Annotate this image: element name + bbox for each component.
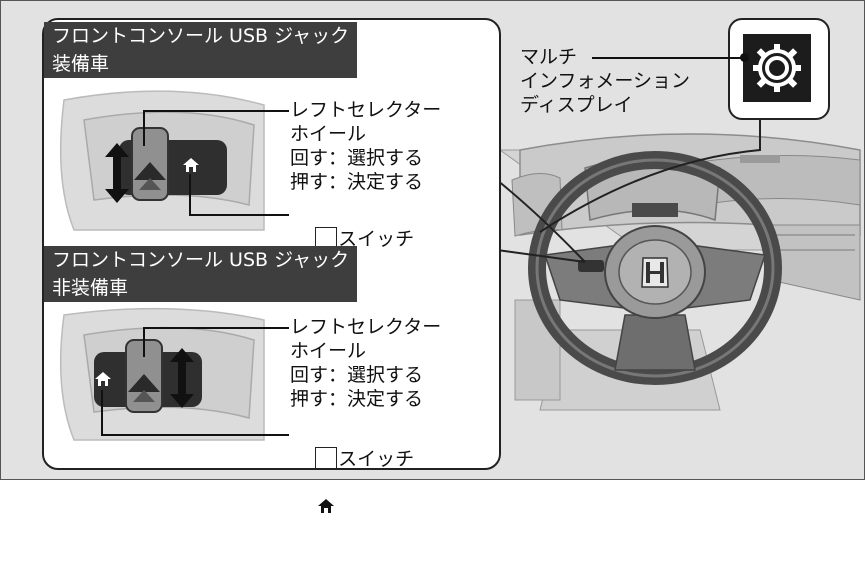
- switch-leader-2v: [101, 390, 103, 436]
- selector-leader-1h: [143, 110, 289, 112]
- selector-leader-2h: [143, 327, 289, 329]
- usb-non-equipped-header: フロントコンソール USB ジャック 非装備車: [44, 246, 358, 302]
- callout-connector: [496, 118, 761, 263]
- switch-leader-1v: [189, 174, 191, 216]
- dashboard-illustration: [498, 133, 861, 411]
- honda-logo: [641, 257, 669, 288]
- usb-equipped-switch-illustration: [59, 90, 265, 231]
- usb-equipped-header: フロントコンソール USB ジャック 装備車: [44, 22, 358, 78]
- gear-icon: [743, 34, 811, 102]
- usb-non-equipped-switch-text: スイッチ: [338, 448, 415, 470]
- usb-equipped-selector-label: レフトセレクター ホイール 回す：選択する 押す：決定する: [290, 99, 442, 193]
- usb-non-equipped-switch-illustration: [59, 307, 265, 441]
- usb-non-equipped-selector-label: レフトセレクター ホイール 回す：選択する 押す：決定する: [290, 316, 442, 410]
- selector-leader-2: [143, 327, 145, 357]
- up-down-arrow-icon: [103, 143, 131, 203]
- usb-non-equipped-switch-label: スイッチ: [291, 423, 415, 513]
- display-leader-line: [592, 57, 744, 59]
- up-down-arrow-icon: [168, 348, 196, 408]
- switch-leader-2h: [101, 434, 289, 436]
- home-icon: [94, 371, 112, 387]
- manual-figure: マルチ インフォメーション ディスプレイ フロントコンソール USB ジャック …: [0, 0, 865, 513]
- switch-leader-1h: [189, 214, 289, 216]
- home-icon: [315, 446, 338, 513]
- display-leader-dot: [740, 53, 749, 62]
- multi-info-display-label: マルチ インフォメーション ディスプレイ: [520, 46, 691, 116]
- home-icon: [182, 157, 200, 173]
- usb-equipped-switch-text: スイッチ: [338, 228, 415, 250]
- selector-leader-1: [143, 110, 145, 146]
